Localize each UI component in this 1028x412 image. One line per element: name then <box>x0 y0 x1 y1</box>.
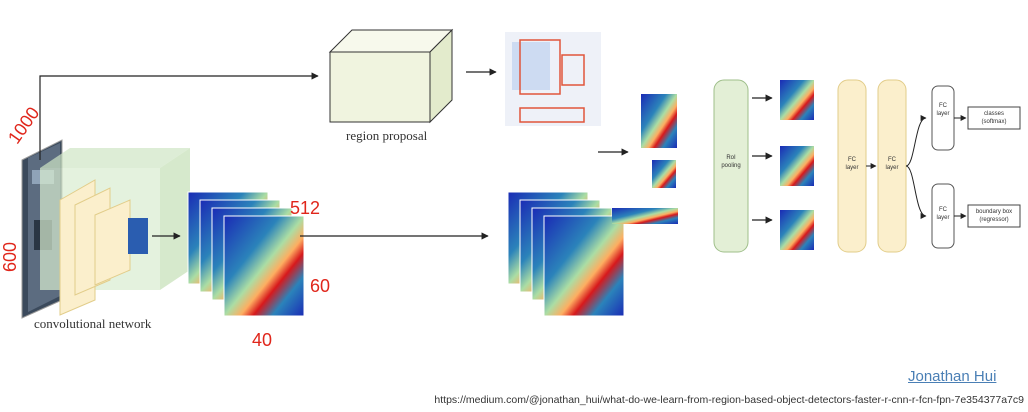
fc-layer-classes <box>931 85 955 151</box>
classes-output-label: classes(softmax) <box>981 111 1007 125</box>
input-height-label: 600 <box>0 241 20 272</box>
convolutional-network-label: convolutional network <box>34 316 152 331</box>
feature-height-label: 60 <box>310 276 331 296</box>
source-url: https://medium.com/@jonathan_hui/what-do… <box>434 394 1024 406</box>
region-proposal-label: region proposal <box>346 128 428 143</box>
bbox-output-label: boundary box(regressor) <box>975 209 1013 223</box>
pooled-map-3 <box>780 210 814 250</box>
region-proposal-box <box>328 28 454 124</box>
author-credit-link[interactable]: Jonathan Hui <box>908 368 997 385</box>
feature-width-label: 40 <box>252 330 273 350</box>
proposals-image <box>505 32 601 126</box>
feature-depth-label: 512 <box>290 198 321 218</box>
cnn-volume <box>40 148 190 316</box>
roi-crop-2 <box>652 160 676 188</box>
feature-map-stack <box>187 191 305 317</box>
pooled-map-2 <box>780 146 814 186</box>
roi-crop-3 <box>612 208 678 224</box>
roi-crop-1 <box>641 94 677 148</box>
feature-map-stack-2 <box>507 191 625 317</box>
roi-pooling-box <box>713 79 749 253</box>
arrow-to-region-proposal <box>39 72 319 160</box>
bbox-output-box <box>967 204 1021 228</box>
classes-output-box <box>967 106 1021 130</box>
pooled-map-1 <box>780 80 814 120</box>
